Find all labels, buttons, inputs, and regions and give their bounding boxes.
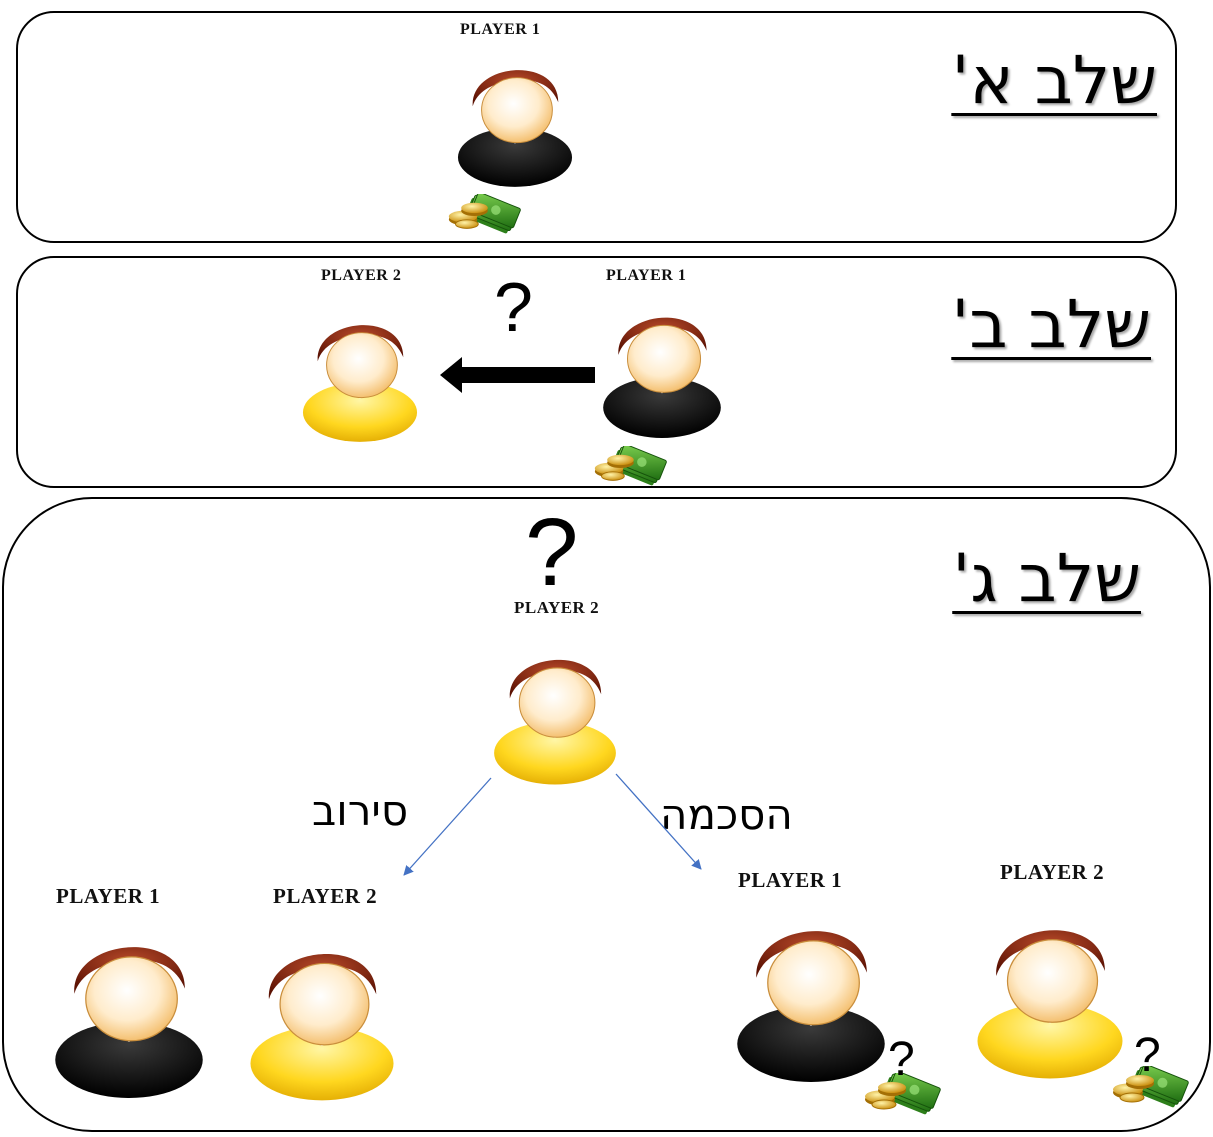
- stage-b-player1-label: PLAYER 1: [606, 267, 687, 284]
- refuse-player2-label: PLAYER 2: [273, 884, 378, 908]
- stage-a-player1-label: PLAYER 1: [460, 21, 541, 38]
- stage-c-question-mark: ?: [525, 499, 579, 606]
- refuse-player1-label: PLAYER 1: [56, 884, 161, 908]
- refuse-branch-arrow: [403, 777, 492, 876]
- stage-b-question-mark: ?: [494, 268, 533, 346]
- choice-accept-label: הסכמה: [660, 790, 793, 839]
- stage-a-title: שלב א': [951, 42, 1157, 119]
- stage-c-top-player2-label: PLAYER 2: [514, 598, 600, 617]
- stage-a-panel: [16, 11, 1177, 243]
- choice-refuse-label: סירוב: [312, 786, 409, 835]
- accept-branch-arrow: [615, 773, 702, 870]
- transfer-left-arrow-icon: [440, 357, 595, 393]
- stage-b-player2-label: PLAYER 2: [321, 267, 402, 284]
- accept-player2-label: PLAYER 2: [1000, 860, 1105, 884]
- stage-c-title: שלב ג': [952, 540, 1141, 617]
- stage-b-panel: [16, 256, 1177, 488]
- accept-player2-question-mark: ?: [1134, 1029, 1161, 1082]
- accept-player1-label: PLAYER 1: [738, 868, 843, 892]
- stage-b-title: שלב ב': [951, 286, 1151, 363]
- accept-player1-question-mark: ?: [888, 1033, 915, 1086]
